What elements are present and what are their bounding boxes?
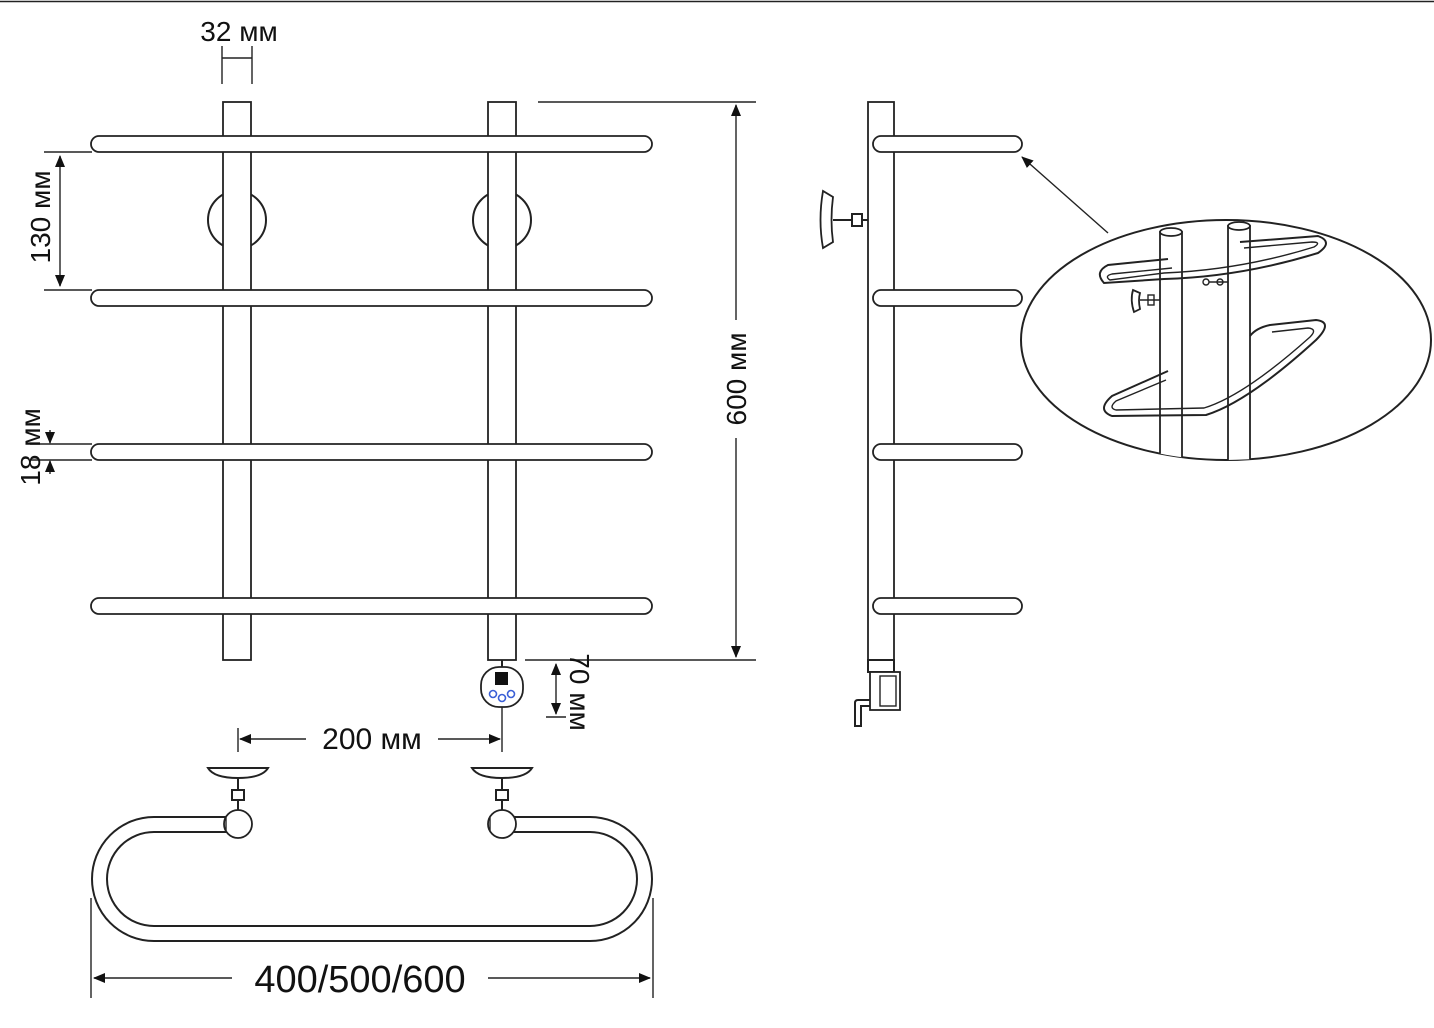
pipe-section-left bbox=[223, 809, 253, 839]
dimension-bar-diameter: 18 мм bbox=[15, 408, 92, 486]
vertical-pipe-right bbox=[487, 101, 517, 661]
wall-plate-right bbox=[470, 767, 534, 780]
dim-label-bar-spacing: 130 мм bbox=[25, 171, 56, 264]
side-heater-icon bbox=[854, 659, 901, 727]
side-bar-2 bbox=[872, 289, 1023, 307]
dimension-axis-distance: 200 мм bbox=[237, 707, 503, 756]
heater-control-icon bbox=[480, 666, 524, 708]
side-view bbox=[819, 101, 1023, 727]
dimension-pipe-diameter: 32 мм bbox=[200, 16, 278, 84]
dimension-bar-spacing: 130 мм bbox=[25, 151, 92, 291]
front-view bbox=[90, 101, 653, 708]
horizontal-bar-1 bbox=[90, 135, 653, 153]
top-view bbox=[91, 767, 653, 942]
horizontal-bar-4 bbox=[90, 597, 653, 615]
side-bar-3 bbox=[872, 443, 1023, 461]
dim-label-width-options: 400/500/600 bbox=[254, 959, 465, 1001]
side-bar-1 bbox=[872, 135, 1023, 153]
dim-label-pipe-diameter: 32 мм bbox=[200, 16, 277, 47]
loop-inner bbox=[106, 831, 638, 927]
side-bar-4 bbox=[872, 597, 1023, 615]
callout-oval bbox=[1020, 219, 1432, 461]
horizontal-bar-3 bbox=[90, 443, 653, 461]
dim-label-heater-offset: 70 мм bbox=[564, 653, 595, 730]
detail-callout-icon bbox=[1020, 156, 1432, 461]
loop-outer bbox=[91, 816, 653, 942]
dim-label-bar-diameter: 18 мм bbox=[15, 408, 46, 485]
dim-label-height: 600 мм bbox=[721, 333, 752, 426]
dimension-heater-offset: 70 мм bbox=[546, 653, 595, 731]
wall-plate-left bbox=[206, 767, 270, 780]
vertical-pipe-left bbox=[222, 101, 252, 661]
callout-leader-arrow bbox=[1021, 156, 1109, 234]
dimension-width: 400/500/600 bbox=[90, 898, 654, 1001]
pipe-section-right bbox=[487, 809, 517, 839]
dim-label-axis-distance: 200 мм bbox=[322, 723, 422, 756]
horizontal-bar-2 bbox=[90, 289, 653, 307]
side-vertical-pipe bbox=[867, 101, 895, 661]
dimension-height: 600 мм bbox=[525, 101, 756, 661]
wall-mount-icon bbox=[819, 189, 868, 250]
